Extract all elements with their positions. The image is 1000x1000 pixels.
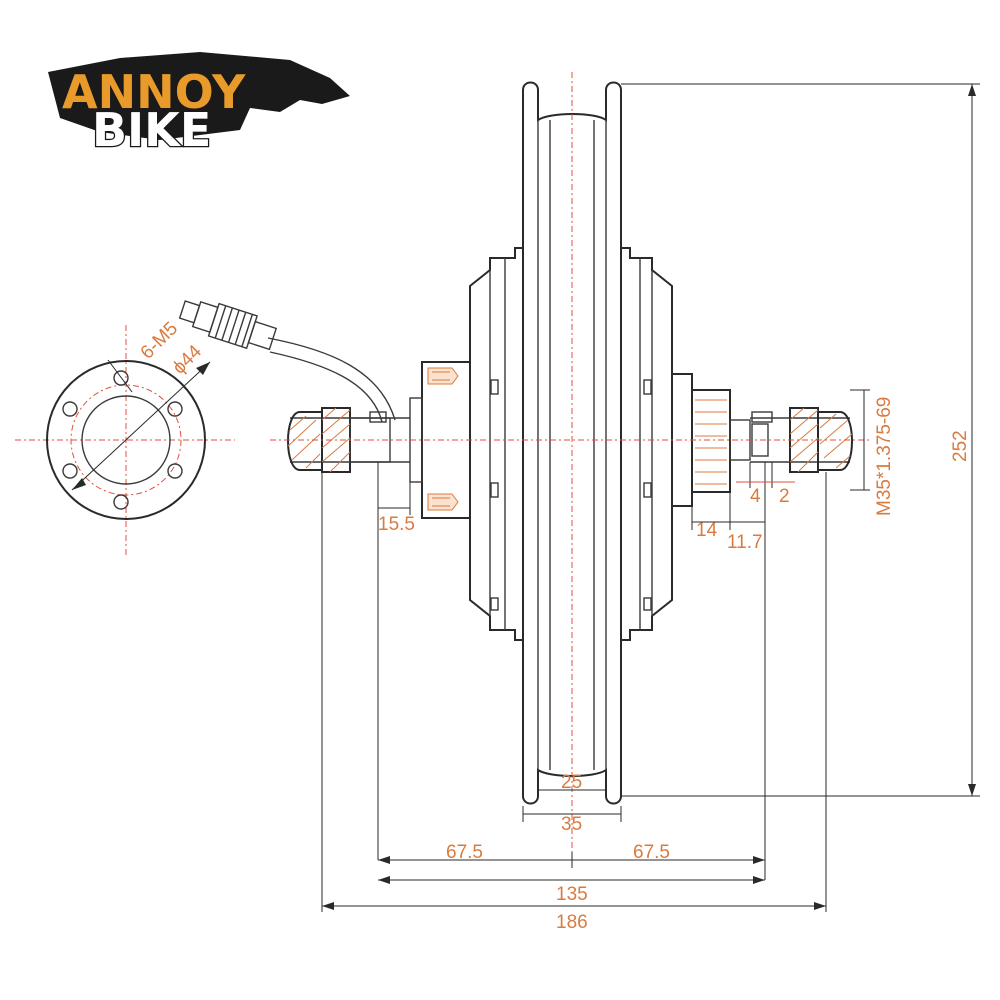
hub-motor [409,81,751,805]
logo-text-annoy: ANNOY [62,65,246,119]
dim-dropout-width: 135 [556,884,588,905]
dim-spacer-a: 4 [750,486,761,507]
dim-spacer-b: 2 [779,486,790,507]
dim-thread-spec: M35*1.375-69 [874,397,895,516]
pcd-label: ϕ44 [169,341,207,379]
axle-left [287,407,410,473]
flange-bolt-bottom [427,493,459,511]
dim-half-left: 67.5 [446,842,483,863]
dim-freewheel-offset: 11.7 [727,532,763,553]
dim-rim-inner: 25 [561,772,582,793]
motor-cable [178,300,396,423]
logo-text-bike: BIKE [92,103,211,157]
dim-rim-outer: 35 [561,814,582,835]
brand-logo: ANNOY BIKE [48,52,350,158]
dim-half-right: 67.5 [633,842,670,863]
flange-bolt-top [427,367,459,385]
flange-side-view: 6-M5 ϕ44 [15,318,235,555]
dim-axle-length: 186 [556,912,588,933]
logo-brush-stroke [48,52,350,140]
dimension-lines [321,83,980,912]
dim-overall-height: 252 [950,430,971,462]
dim-flange-offset: 15.5 [378,514,415,535]
dim-freewheel-width: 14 [696,520,718,541]
